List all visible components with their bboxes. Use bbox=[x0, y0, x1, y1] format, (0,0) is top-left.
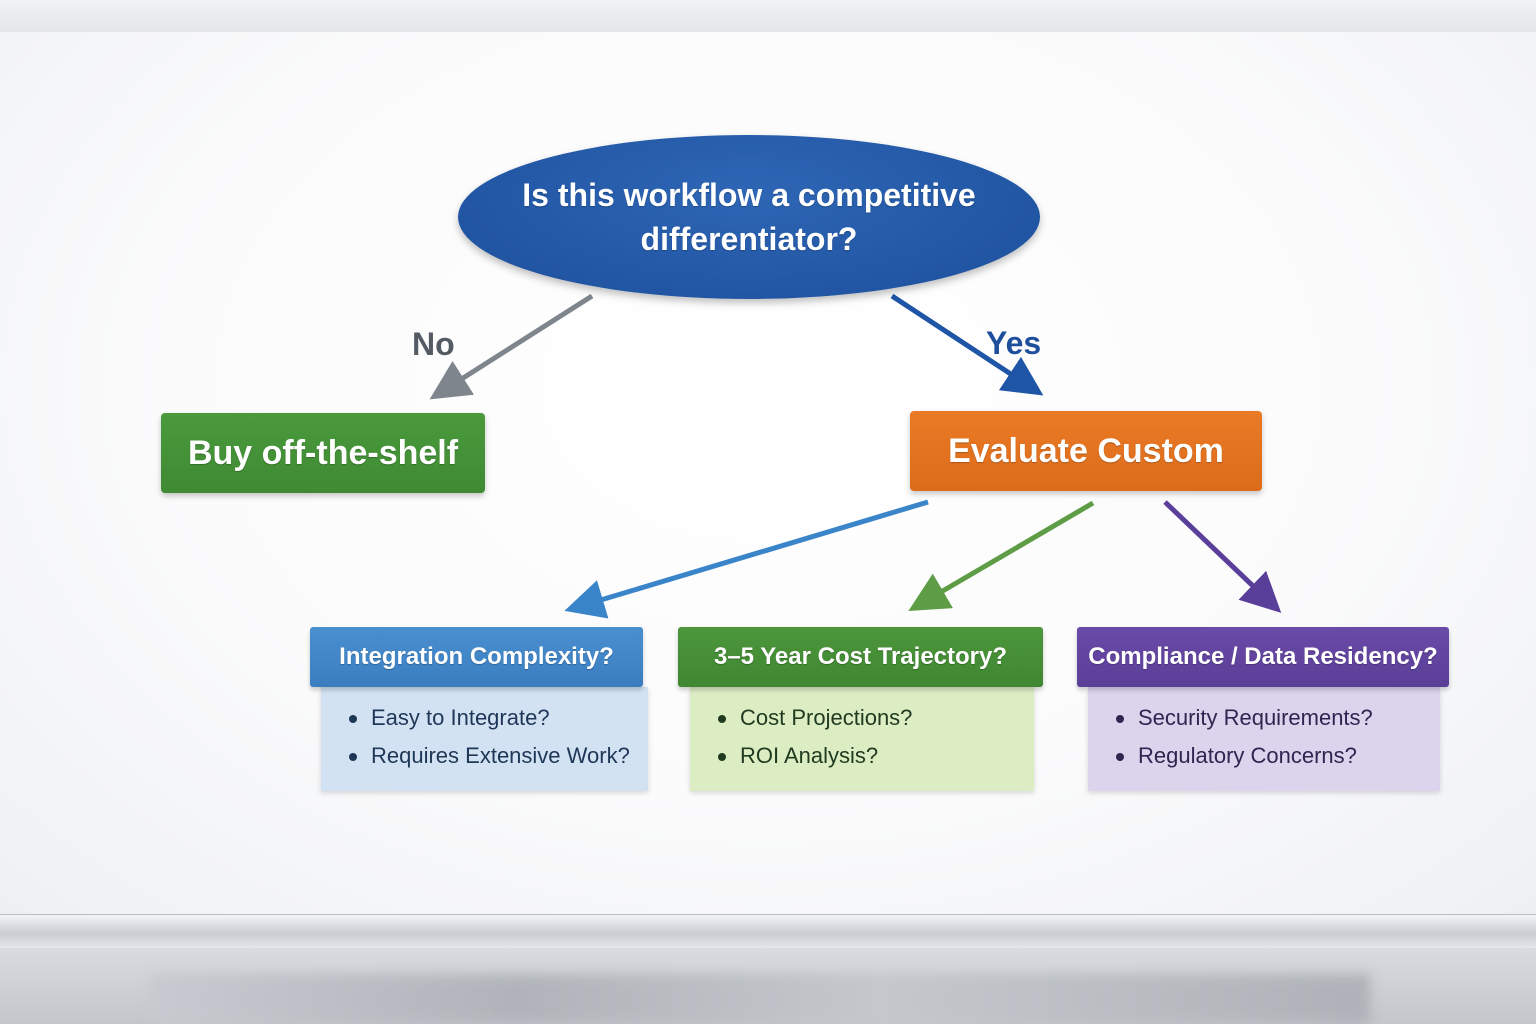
cost-trajectory-title: 3–5 Year Cost Trajectory? bbox=[713, 643, 1008, 670]
decision-node: Is this workflow a competitive different… bbox=[458, 135, 1040, 299]
compliance-card: Compliance / Data Residency? Security Re… bbox=[1077, 627, 1449, 791]
branch-label-yes: Yes bbox=[986, 325, 1042, 361]
decision-question: Is this workflow a competitive different… bbox=[522, 177, 976, 257]
cost-trajectory-body: Cost Projections? ROI Analysis? bbox=[690, 687, 1034, 791]
list-item: Requires Extensive Work? bbox=[349, 737, 648, 775]
integration-complexity-card: Integration Complexity? Easy to Integrat… bbox=[310, 627, 648, 791]
compliance-title: Compliance / Data Residency? bbox=[1088, 643, 1438, 670]
background-blur bbox=[150, 974, 1370, 1024]
compliance-header: Compliance / Data Residency? bbox=[1077, 627, 1449, 687]
whiteboard-top-frame bbox=[0, 0, 1536, 34]
integration-complexity-body: Easy to Integrate? Requires Extensive Wo… bbox=[321, 687, 648, 791]
integration-complexity-header: Integration Complexity? bbox=[310, 627, 643, 687]
cost-trajectory-header: 3–5 Year Cost Trajectory? bbox=[678, 627, 1043, 687]
list-item: Security Requirements? bbox=[1116, 699, 1440, 737]
whiteboard-marker-tray bbox=[0, 914, 1536, 949]
list-item: Cost Projections? bbox=[718, 699, 1034, 737]
whiteboard-bottom-frame bbox=[0, 948, 1536, 1024]
list-item: Easy to Integrate? bbox=[349, 699, 648, 737]
integration-complexity-title: Integration Complexity? bbox=[339, 643, 614, 670]
list-item: Regulatory Concerns? bbox=[1116, 737, 1440, 775]
buy-off-the-shelf-node: Buy off-the-shelf bbox=[161, 413, 485, 493]
branch-label-no: No bbox=[412, 326, 455, 362]
cost-trajectory-card: 3–5 Year Cost Trajectory? Cost Projectio… bbox=[678, 627, 1043, 791]
compliance-body: Security Requirements? Regulatory Concer… bbox=[1088, 687, 1440, 791]
evaluate-custom-node: Evaluate Custom bbox=[910, 411, 1262, 491]
list-item: ROI Analysis? bbox=[718, 737, 1034, 775]
evaluate-label: Evaluate Custom bbox=[948, 431, 1224, 470]
buy-label: Buy off-the-shelf bbox=[187, 433, 459, 472]
